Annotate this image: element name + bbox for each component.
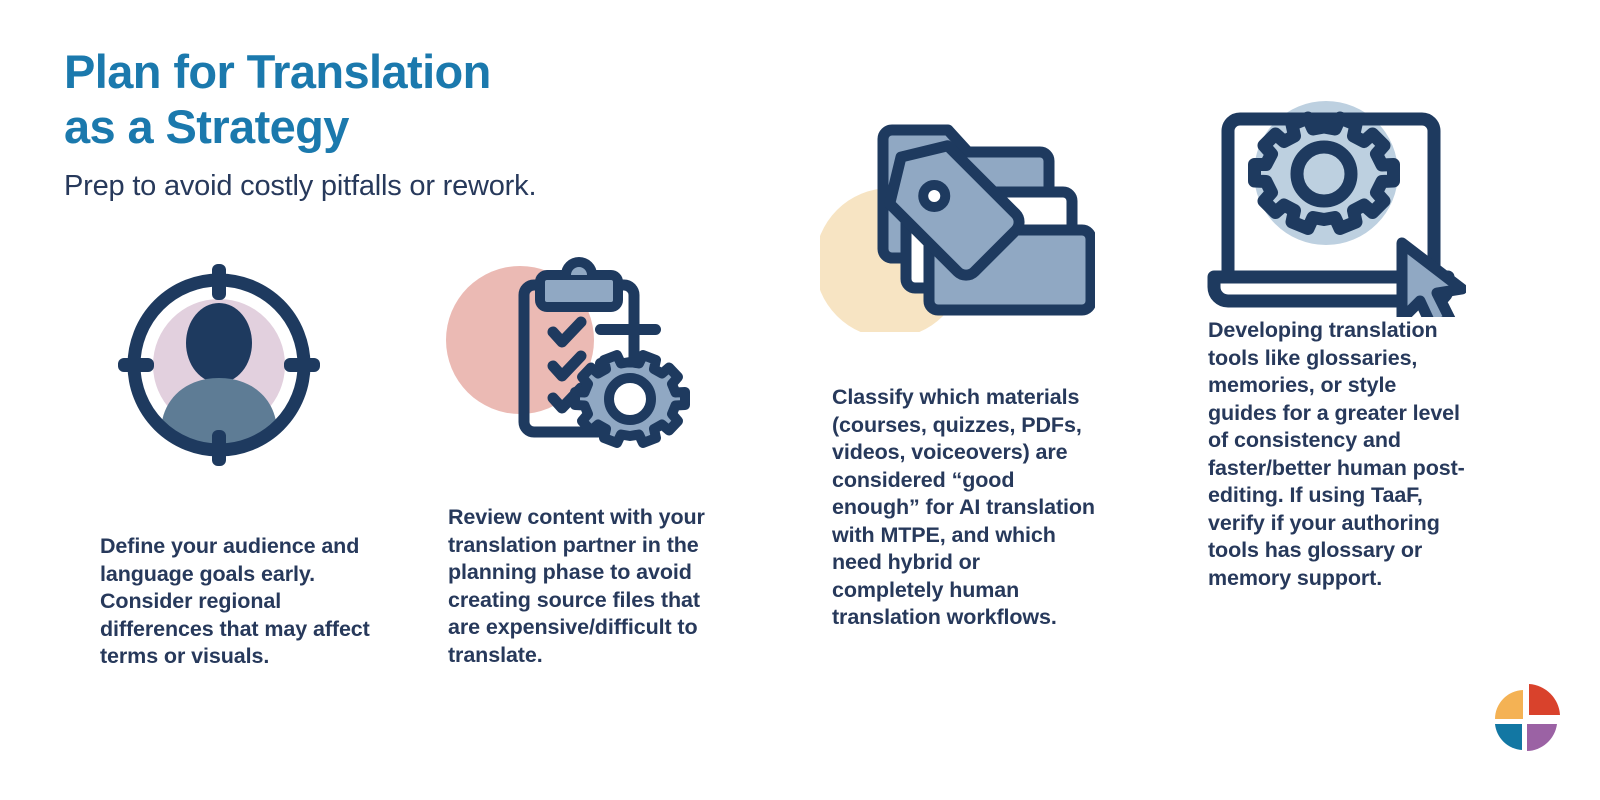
logo-svg bbox=[1495, 684, 1560, 751]
column-audience-text: Define your audience and language goals … bbox=[100, 534, 370, 669]
page-title: Plan for Translation as a Strategy bbox=[64, 45, 491, 154]
column-tools-text: Developing translation tools like glossa… bbox=[1208, 318, 1465, 590]
page-subtitle: Prep to avoid costly pitfalls or rework. bbox=[64, 169, 537, 202]
column-review: Review content with your translation par… bbox=[446, 250, 733, 669]
laptop-gear-cursor-icon-svg bbox=[1207, 101, 1466, 317]
column-classify: Classify which materials (courses, quizz… bbox=[820, 100, 1097, 632]
column-review-text: Review content with your translation par… bbox=[448, 505, 705, 667]
header: Plan for Translation as a Strategy Prep … bbox=[64, 44, 764, 204]
laptop-gear-cursor-icon bbox=[1196, 95, 1470, 317]
target-person-icon-svg bbox=[118, 264, 320, 466]
clipboard-checklist-gear-icon-svg bbox=[446, 257, 690, 448]
clipboard-checklist-gear-icon bbox=[444, 250, 733, 474]
column-audience: Define your audience and language goals … bbox=[100, 250, 390, 671]
folders-tag-icon bbox=[820, 100, 1097, 332]
column-classify-text: Classify which materials (courses, quizz… bbox=[832, 385, 1095, 630]
four-quadrant-circle-logo bbox=[1487, 678, 1565, 756]
target-person-icon bbox=[106, 250, 390, 478]
folders-tag-icon-svg bbox=[820, 124, 1095, 332]
column-tools: Developing translation tools like glossa… bbox=[1207, 95, 1470, 592]
